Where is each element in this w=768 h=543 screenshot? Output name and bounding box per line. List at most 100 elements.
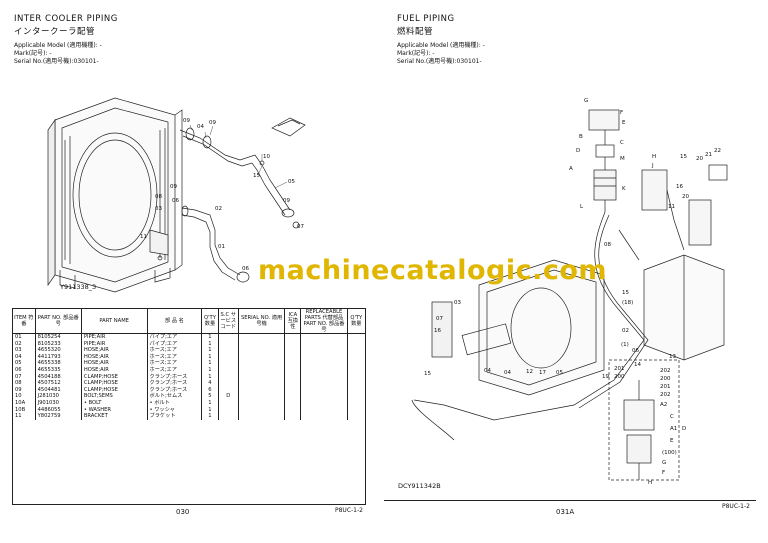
callout-l-7: 07 [297,224,304,230]
left-mark: Mark(記号): - [14,50,52,57]
table-cell-qty: 1 [201,340,219,348]
callout-l-14: 01 [218,244,225,250]
table-cell-sc: D [217,393,239,400]
table-cell-qty: 1 [201,373,219,381]
callout-r-26: 04 [504,370,511,376]
table-cell-empty [300,393,348,400]
fuel-piping-diagram: G F E B D C M A L K H J 15 22 21 20 16 2… [411,98,728,486]
callout-r-11: J [651,163,654,169]
table-cell-sc [217,347,239,354]
table-cell-item: 11 [12,413,36,420]
table-cell-item: 09 [12,386,36,394]
table-cell-empty [237,340,286,348]
table-cell-empty [346,333,367,341]
table-cell-part-no: 8105254 [34,333,82,341]
table-cell-empty [300,406,348,414]
callout-l-13: 03 [155,206,162,212]
table-cell-qty: 1 [201,406,219,414]
callout-l-12: 06 [172,198,179,204]
col-part-name-jp: 部 品 名 [146,308,203,334]
table-cell-jp: ホース;エア [146,366,203,374]
callout-r-10: H [652,154,656,160]
callout-r-45: A1 [670,426,677,432]
table-cell-name: HOSE;AIR [80,353,148,361]
callout-r-0: G [584,98,588,104]
table-cell-empty [300,340,348,348]
table-cell-name: BOLT;SEMS [80,393,148,400]
table-cell-empty [284,386,302,394]
table-cell-empty [300,353,348,361]
table-cell-empty [346,347,367,354]
left-applicable-model: Applicable Model (適用機種): - [14,42,102,49]
table-cell-empty [346,413,367,420]
table-cell-sc [217,413,239,420]
callout-r-30: 02 [622,328,629,334]
table-cell-empty [300,347,348,354]
table-cell-sc [217,386,239,394]
table-cell-empty [284,413,302,420]
table-cell-empty [300,413,348,420]
table-cell-empty [346,373,367,381]
right-title-jp: 燃料配管 [397,27,434,37]
left-figure-code: Y911338_3 [60,283,97,291]
intercooler-diagram: 09 04 09 10 15 05 09 07 02 11 08 09 06 0… [47,97,306,293]
table-cell-qty: 1 [201,360,219,367]
table-cell-name: HOSE;AIR [80,360,148,367]
table-cell-empty [346,366,367,374]
table-cell-empty [300,333,348,341]
table-cell-empty [284,393,302,400]
right-title-en: FUEL PIPING [397,14,455,24]
table-cell-item: 01 [12,333,36,341]
table-cell-jp: ボルト;セムス [146,393,203,400]
col-serial: SERIAL NO. 適用号機 [237,308,286,334]
callout-r-25: 04 [484,368,491,374]
right-bottom-rule [384,500,756,501]
table-cell-empty [346,386,367,394]
callout-r-6: M [620,156,625,162]
callout-l-11: 09 [170,184,177,190]
callout-r-49: G [662,460,666,466]
table-cell-empty [237,380,286,387]
table-cell-part-no: 4655320 [34,347,82,354]
table-cell-empty [346,399,367,407]
table-cell-jp: ブラケット [146,413,203,420]
table-cell-empty [237,413,286,420]
table-cell-empty [346,340,367,348]
table-cell-empty [300,399,348,407]
callout-l-9: 11 [140,234,147,240]
table-cell-sc [217,366,239,374]
callout-r-8: L [580,204,584,210]
table-cell-part-no: 4411793 [34,353,82,361]
table-cell-empty [346,380,367,387]
table-cell-empty [237,406,286,414]
table-cell-part-no: 4486055 [34,406,82,414]
callout-r-29: 05 [556,370,563,376]
table-cell-item: 10B [12,406,36,414]
table-cell-name: HOSE;AIR [80,347,148,354]
callout-r-39: 202 [660,368,671,374]
table-cell-qty: 4 [201,380,219,387]
table-cell-empty [284,380,302,387]
col-part-name: PART NAME [80,308,148,334]
table-cell-empty [284,360,302,367]
table-cell-part-no: 4504481 [34,386,82,394]
col-part-no: PART NO. 部品番号 [34,308,82,334]
table-cell-jp: ホース;エア [146,360,203,367]
col-rep-qty: Q'TY 数量 [346,308,367,334]
right-applicable-model: Applicable Model (適用機種): - [397,42,485,49]
table-cell-empty [346,406,367,414]
callout-r-38: 200 [614,374,625,380]
table-cell-empty [284,347,302,354]
table-cell-empty [284,353,302,361]
col-replaceable: REPLACEABLE PARTS 代替部品 [304,309,344,321]
col-rep-part-no-label: PART NO. 部品番号 [303,321,345,333]
callout-r-32: (1) [621,342,629,348]
callout-r-42: 202 [660,392,671,398]
col-item: ITEM 符番 [12,308,36,334]
table-cell-item: 10A [12,399,36,407]
